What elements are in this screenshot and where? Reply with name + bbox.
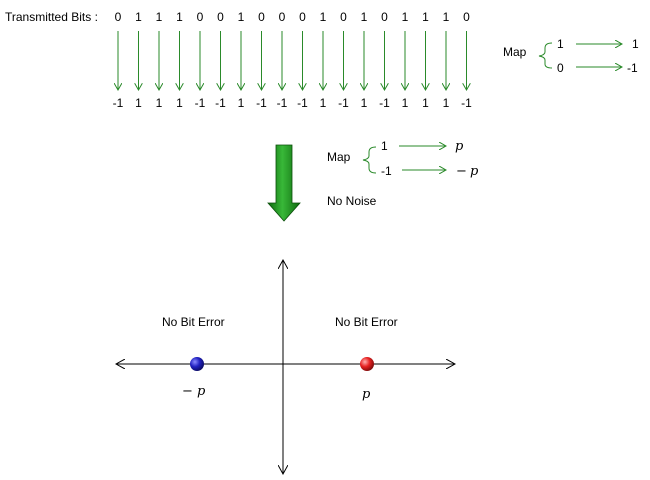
transmitted-bit: 1 [320,10,327,24]
mapped-value: 1 [402,96,409,110]
mapped-value: -1 [215,96,226,110]
constellation-axes [116,260,455,474]
mapped-value: 1 [320,96,327,110]
transmitted-bit: 0 [279,10,286,24]
map-to-p: p [455,139,464,154]
transmitted-bit: 1 [135,10,142,24]
map-to-neg1: -1 [627,61,638,75]
transmitted-bit: 1 [156,10,163,24]
map-label: Map [503,45,527,59]
mapped-value: -1 [338,96,349,110]
transmitted-bit: 1 [238,10,245,24]
mapped-value: 1 [135,96,142,110]
right-region-label: No Bit Error [335,315,398,329]
map-to-neg-p: p [470,164,479,179]
mapped-value: -1 [461,96,472,110]
mapped-value: 1 [176,96,183,110]
map-to-neg-sign: − [456,164,467,179]
map-brace [538,42,553,69]
map-from-neg1: -1 [381,164,392,178]
transmitted-bit: 0 [115,10,122,24]
mapped-value: 1 [422,96,429,110]
transmitted-bit: 0 [258,10,265,24]
mapped-value: 1 [443,96,450,110]
mapped-value: 1 [156,96,163,110]
transmitted-bit: 1 [176,10,183,24]
map-from-0: 0 [557,61,564,75]
transmitted-bits-label: Transmitted Bits : [5,10,98,24]
mapped-value: -1 [379,96,390,110]
transmitted-bit: 0 [299,10,306,24]
map-brace [362,146,377,174]
transmitted-bit: 1 [402,10,409,24]
negative-point-label: p [197,384,206,399]
transmitted-bit: 1 [443,10,450,24]
map-to-1: 1 [632,37,639,51]
mapped-value: 1 [361,96,368,110]
map-legend-amplitude: Map 1 p -1 − p [327,139,479,179]
mapped-value: -1 [256,96,267,110]
transmitted-bit: 0 [197,10,204,24]
transmitted-bit: 0 [217,10,224,24]
mapped-value: 1 [238,96,245,110]
negative-point-sign: − [182,384,193,399]
negative-symbol-point [190,357,204,371]
map-legend-bits: Map 1 1 0 -1 [503,37,639,75]
positive-point-label: p [362,387,371,402]
mapped-value: -1 [195,96,206,110]
bit-arrows [118,31,467,90]
big-down-arrow-icon [267,144,301,222]
left-region-label: No Bit Error [162,315,225,329]
transmitted-bit: 0 [381,10,388,24]
map-from-1: 1 [557,37,564,51]
map-from-1: 1 [381,139,388,153]
mapped-value: -1 [113,96,124,110]
transmitted-bit: 1 [361,10,368,24]
transmitted-bit: 1 [422,10,429,24]
map-label: Map [327,150,351,164]
no-noise-label: No Noise [327,194,377,208]
transmitted-bit: 0 [463,10,470,24]
positive-symbol-point [360,357,374,371]
mapped-value: -1 [297,96,308,110]
transmitted-bit: 0 [340,10,347,24]
mapped-value: -1 [277,96,288,110]
